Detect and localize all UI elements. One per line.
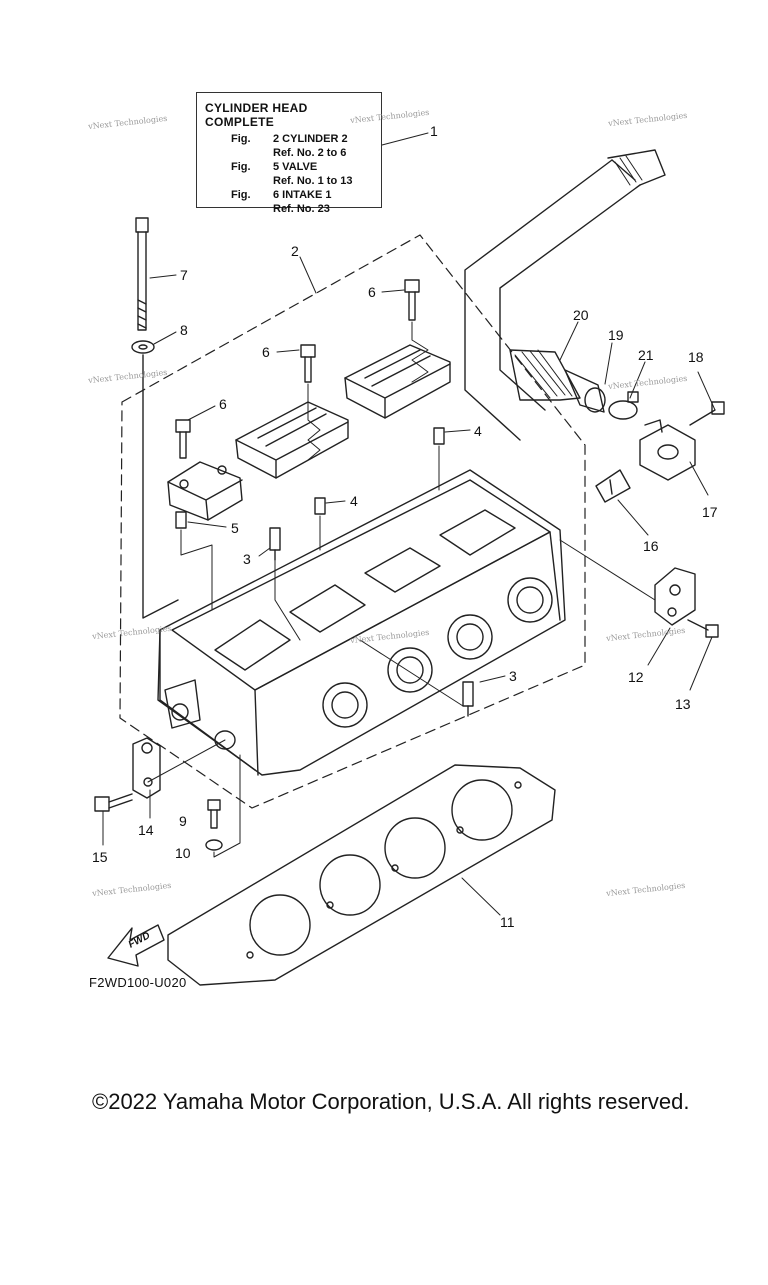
callout-3b[interactable]: 3 (509, 668, 517, 684)
callout-15[interactable]: 15 (92, 849, 108, 865)
bolt-18 (689, 401, 725, 426)
pin-3a (269, 527, 281, 561)
callout-1[interactable]: 1 (430, 123, 438, 139)
reference-line: Fig.2 CYLINDER 2 (231, 133, 348, 145)
callout-10[interactable]: 10 (175, 845, 191, 861)
dowel-5 (175, 511, 187, 529)
bracket-12 (654, 567, 696, 626)
head-assembly-outline (119, 234, 586, 809)
callout-4b[interactable]: 4 (350, 493, 358, 509)
dowel-4b (314, 497, 326, 515)
callout-8[interactable]: 8 (180, 322, 188, 338)
long-bolt (135, 217, 149, 331)
hose-clamp-21 (608, 391, 639, 420)
pin-3b (462, 681, 474, 717)
diagram-code: F2WD100-U020 (89, 975, 187, 990)
reference-line: Ref. No. 2 to 6 (273, 147, 347, 159)
washer-10 (205, 839, 223, 851)
hose-19 (564, 369, 605, 413)
callout-6b[interactable]: 6 (262, 344, 270, 360)
callout-12[interactable]: 12 (628, 669, 644, 685)
bolt-9 (207, 799, 221, 829)
callout-16[interactable]: 16 (643, 538, 659, 554)
thermostat-16 (595, 469, 631, 503)
flange-bolt-6b (300, 344, 316, 383)
cylinder-head (157, 469, 566, 776)
fitting-17 (639, 419, 696, 481)
callout-2[interactable]: 2 (291, 243, 299, 259)
washer-8 (131, 340, 155, 354)
reference-line: Ref. No. 1 to 13 (273, 175, 353, 187)
callout-20[interactable]: 20 (573, 307, 589, 323)
head-gasket-11 (167, 764, 556, 986)
callout-5[interactable]: 5 (231, 520, 239, 536)
callout-3a[interactable]: 3 (243, 551, 251, 567)
reference-box-title: CYLINDER HEAD COMPLETE (205, 101, 308, 129)
callout-18[interactable]: 18 (688, 349, 704, 365)
copyright-notice: ©2022 Yamaha Motor Corporation, U.S.A. A… (92, 1089, 690, 1114)
cam-cap-right (344, 344, 451, 419)
callout-21[interactable]: 21 (638, 347, 654, 363)
fwd-arrow (107, 924, 165, 967)
water-hose (464, 149, 666, 441)
callout-11[interactable]: 11 (500, 914, 515, 930)
callout-6c[interactable]: 6 (219, 396, 227, 412)
reference-box: CYLINDER HEAD COMPLETE Fig.2 CYLINDER 2 … (196, 92, 382, 215)
reference-line: Fig.6 INTAKE 1 (231, 189, 332, 201)
callout-19[interactable]: 19 (608, 327, 624, 343)
callout-9[interactable]: 9 (179, 813, 187, 829)
flange-bolt-6a (175, 419, 191, 459)
callout-17[interactable]: 17 (702, 504, 718, 520)
callout-14[interactable]: 14 (138, 822, 154, 838)
callout-13[interactable]: 13 (675, 696, 691, 712)
reference-line: Fig.5 VALVE (231, 161, 318, 173)
callout-7[interactable]: 7 (180, 267, 188, 283)
callout-6a[interactable]: 6 (368, 284, 376, 300)
reference-line: Ref. No. 23 (273, 203, 330, 215)
dowel-4a (433, 427, 445, 445)
callout-4a[interactable]: 4 (474, 423, 482, 439)
bolt-15 (94, 793, 133, 812)
flange-bolt-6c (404, 279, 420, 321)
cam-cap-left (167, 461, 243, 521)
bolt-13 (687, 619, 719, 638)
bracket-14 (132, 737, 161, 799)
cam-cap-middle (235, 401, 349, 479)
